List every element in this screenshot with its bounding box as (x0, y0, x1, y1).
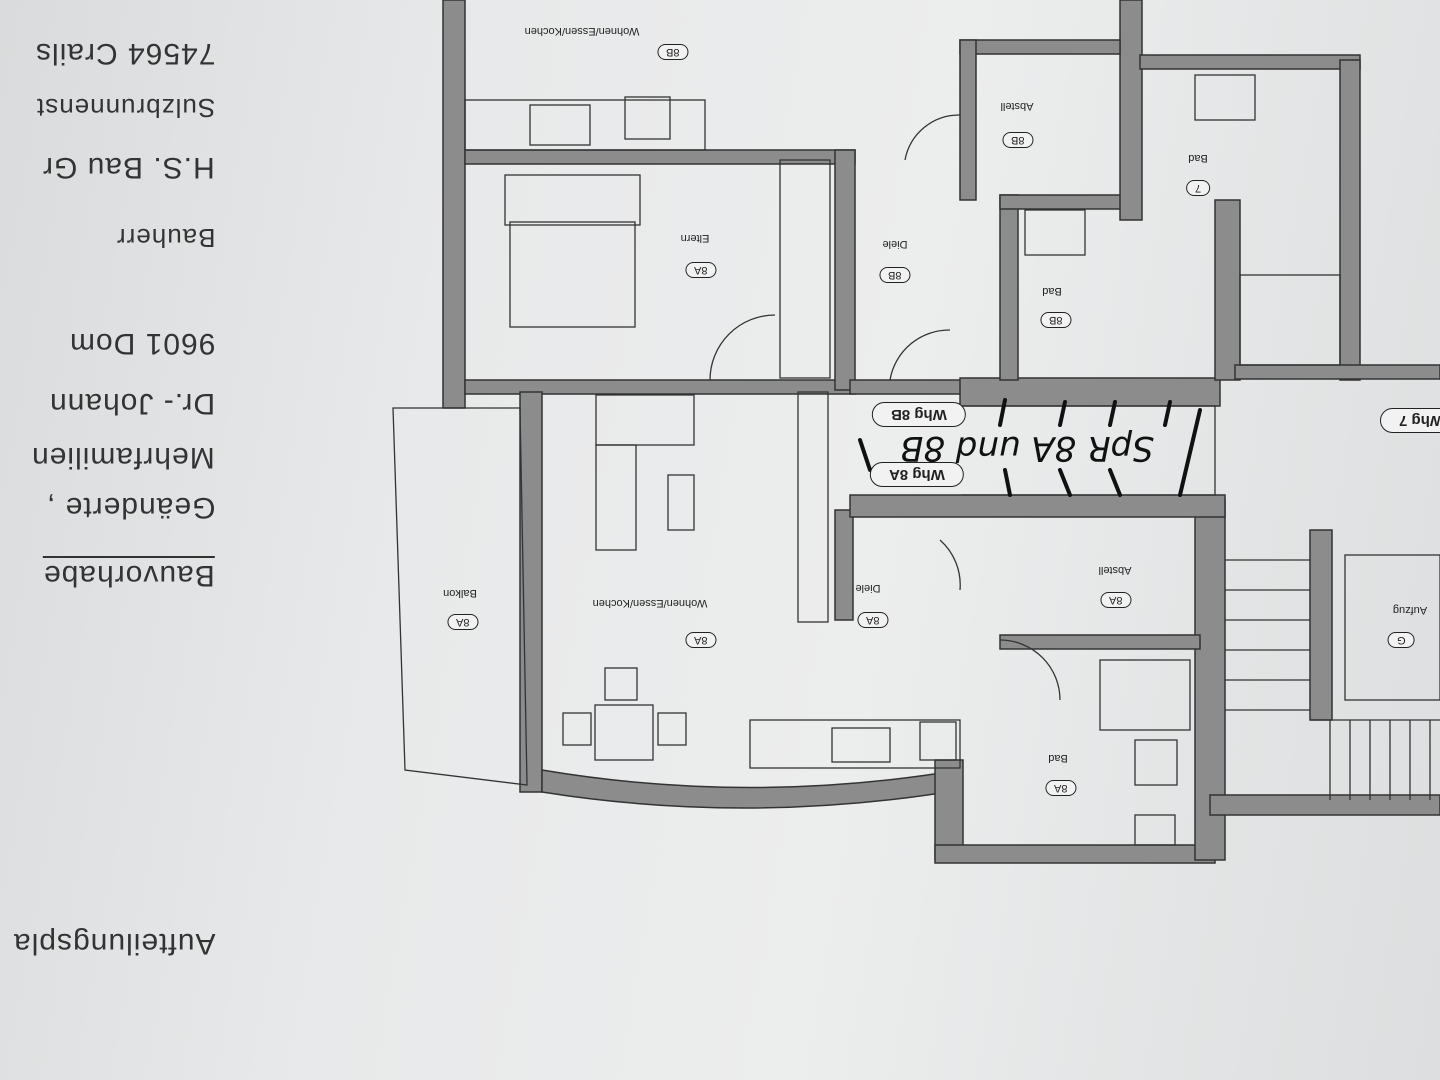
wall (442, 0, 466, 409)
project-line: Dr.- Johann (48, 387, 215, 420)
chair (657, 712, 687, 746)
sofa (595, 444, 637, 551)
wall (1209, 794, 1440, 816)
owner-line: H.S. Bau Gr (42, 151, 215, 184)
owner-heading: Bauherr (115, 223, 216, 253)
sofa (595, 394, 695, 446)
wall (999, 634, 1201, 650)
toilet (1134, 814, 1176, 846)
wardrobe (779, 159, 831, 379)
room-unit-badge: 8A (857, 612, 889, 628)
shower (1239, 274, 1341, 366)
wall (959, 377, 1221, 407)
elevator-shaft (1344, 554, 1440, 701)
room-unit-badge: 8A (447, 614, 479, 630)
wall (1139, 54, 1361, 70)
wall (1234, 364, 1440, 380)
stove (624, 96, 671, 140)
room-unit-badge: 8B (1002, 132, 1034, 148)
bed-head (504, 174, 641, 226)
room-name: Bad (1042, 285, 1062, 297)
bed (509, 221, 636, 328)
room-name: Eltern (680, 232, 710, 244)
owner-line: Sulzbrunnenst (35, 93, 215, 123)
washbasin (1134, 739, 1178, 786)
door-swings (709, 114, 1061, 701)
wall (934, 759, 964, 861)
apartment-badge-8b: Whg 8B (872, 402, 966, 427)
room-name: Abstell (1098, 564, 1132, 576)
room-name: Abstell (1000, 100, 1034, 112)
wardrobe (797, 391, 829, 623)
wall (1119, 0, 1143, 221)
sink (529, 104, 591, 146)
room-name: Diele (855, 582, 881, 594)
project-line: Geänderte , (45, 491, 215, 524)
room-unit-badge: 8B (879, 267, 911, 283)
kitchen-counter (464, 99, 706, 151)
kitchen-counter (749, 719, 961, 769)
washbasin (1024, 209, 1086, 256)
plan-title: Aufteilungspla (12, 927, 215, 960)
wall (959, 39, 1121, 55)
balcony-outline (392, 407, 528, 786)
shared-area (962, 405, 1216, 496)
stairs (1225, 559, 1310, 711)
room-name: Bad (1188, 152, 1208, 164)
room-unit-badge: 7 (1186, 180, 1211, 196)
sink (831, 727, 891, 763)
room-unit-badge: 8B (657, 44, 689, 60)
room-name: Bad (1048, 752, 1068, 764)
wall (999, 194, 1141, 210)
wall (834, 149, 856, 391)
room-unit-badge: 8A (685, 262, 717, 278)
wall (541, 769, 961, 809)
apartment-badge-7: Whg 7 (1380, 408, 1440, 433)
wall (1309, 529, 1333, 721)
room-name: Aufzug (1392, 604, 1428, 616)
room-name: Diele (882, 238, 908, 250)
table (667, 474, 695, 531)
project-line: 9601 Dom (68, 327, 215, 360)
washbasin (1194, 74, 1256, 121)
chair (562, 712, 592, 746)
wall (849, 379, 963, 395)
room-unit-badge: 8B (1040, 312, 1072, 328)
room-name: Balkon (443, 587, 477, 599)
wall (834, 509, 854, 621)
room-unit-badge: 8A (1100, 592, 1132, 608)
dining-table (594, 704, 654, 761)
wall (464, 149, 856, 165)
wall (959, 39, 977, 201)
wall (934, 844, 1216, 864)
handwritten-hatching (858, 398, 1202, 497)
wall (1214, 199, 1241, 381)
room-unit-badge: 8A (1045, 780, 1077, 796)
room-unit-badge: G (1388, 632, 1415, 648)
handwritten-note: SpR 8A und 8B (900, 428, 1154, 468)
wall (849, 494, 1226, 518)
room-name: Wohnen/Essen/Kochen (592, 597, 708, 609)
room-unit-badge: 8A (685, 632, 717, 648)
project-heading: Bauvorhabe (43, 556, 215, 592)
project-line: Mehrfamilien (31, 441, 215, 474)
shower (1099, 659, 1191, 731)
chair (604, 667, 638, 701)
wall (1339, 59, 1361, 381)
stairs (1310, 719, 1440, 800)
owner-line: 74564 Crails (34, 37, 215, 70)
stove (919, 721, 957, 761)
room-name: Wohnen/Essen/Kochen (524, 25, 640, 37)
